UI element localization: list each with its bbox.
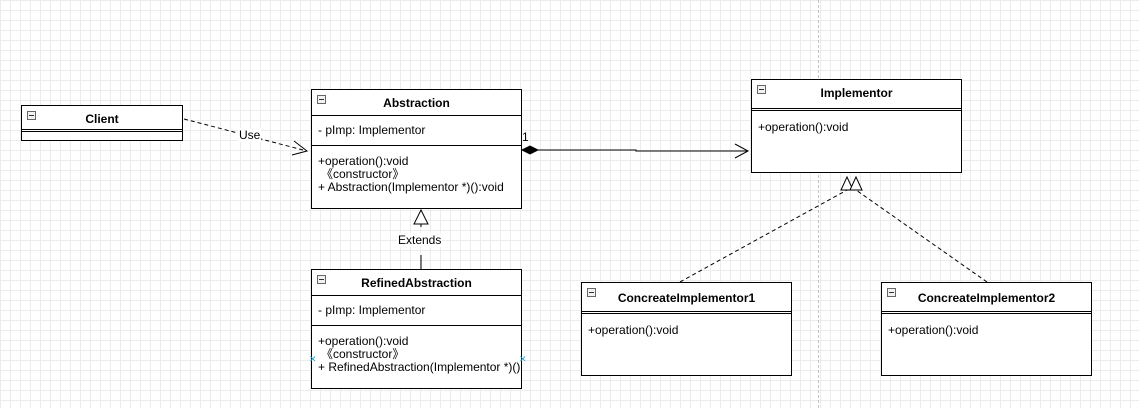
class-concreate-implementor-2[interactable]: ConcreateImplementor2 +operation():void: [881, 282, 1092, 376]
operation-row: + RefinedAbstraction(Implementor *)(): [318, 360, 521, 374]
realization-edge-2[interactable]: [855, 189, 988, 283]
class-refined-abstraction-header: RefinedAbstraction: [312, 270, 521, 296]
collapse-icon[interactable]: [317, 275, 326, 284]
operation-row: +operation():void: [758, 120, 849, 134]
resize-handle-left[interactable]: ✕: [309, 354, 317, 364]
class-implementor-name: Implementor: [820, 86, 893, 100]
operation-row: +operation():void: [588, 323, 679, 337]
stereotype-row: 《constructor》: [321, 347, 405, 361]
class-client-name: Client: [85, 112, 119, 126]
collapse-icon[interactable]: [887, 288, 896, 297]
class-client-header: Client: [22, 106, 182, 132]
use-dependency-arrowhead: [291, 140, 309, 156]
operation-row: +operation():void: [318, 154, 409, 168]
class-refined-abstraction-name: RefinedAbstraction: [361, 276, 472, 290]
realization-edge-1[interactable]: [679, 189, 848, 283]
class-abstraction-name: Abstraction: [383, 96, 450, 110]
extends-label: Extends: [397, 233, 443, 247]
class-implementor-header: Implementor: [752, 80, 961, 111]
class-abstraction-operations: +operation():void 《constructor》 + Abstra…: [312, 146, 521, 198]
composition-multiplicity: 1: [522, 130, 529, 144]
class-abstraction-header: Abstraction: [312, 90, 521, 116]
class-client[interactable]: Client: [21, 105, 183, 141]
operation-row: +operation():void: [318, 334, 409, 348]
class-concreate-implementor-2-operations: +operation():void: [882, 314, 1091, 341]
collapse-icon[interactable]: [757, 85, 766, 94]
class-refined-abstraction[interactable]: RefinedAbstraction - pImp: Implementor +…: [311, 269, 522, 389]
collapse-icon[interactable]: [587, 288, 596, 297]
operation-row: + Abstraction(Implementor *)():void: [318, 180, 504, 194]
composition-diamond: [520, 145, 540, 155]
collapse-icon[interactable]: [317, 95, 326, 104]
stereotype-row: 《constructor》: [321, 167, 405, 181]
class-abstraction[interactable]: Abstraction - pImp: Implementor +operati…: [311, 89, 522, 209]
composition-edge[interactable]: [538, 149, 747, 152]
class-implementor[interactable]: Implementor +operation():void: [751, 79, 962, 173]
collapse-icon[interactable]: [27, 111, 36, 120]
attribute-row: - pImp: Implementor: [318, 123, 426, 137]
use-label: Use: [238, 128, 262, 142]
realization-triangle-1: [840, 175, 854, 191]
operation-row: +operation():void: [888, 323, 979, 337]
attribute-row: - pImp: Implementor: [318, 303, 426, 317]
composition-arrowhead: [734, 143, 750, 159]
class-concreate-implementor-2-name: ConcreateImplementor2: [917, 291, 1056, 305]
class-refined-abstraction-operations: +operation():void 《constructor》 + Refine…: [312, 326, 521, 378]
class-implementor-operations: +operation():void: [752, 111, 961, 138]
class-abstraction-attributes: - pImp: Implementor: [312, 116, 521, 146]
class-concreate-implementor-1[interactable]: ConcreateImplementor1 +operation():void: [581, 282, 792, 376]
class-refined-abstraction-attributes: - pImp: Implementor: [312, 296, 521, 326]
class-concreate-implementor-1-header: ConcreateImplementor1: [582, 283, 791, 314]
extends-triangle: [413, 208, 429, 225]
page-divider: [818, 0, 819, 408]
resize-handle-right[interactable]: ✕: [519, 354, 527, 364]
class-concreate-implementor-2-header: ConcreateImplementor2: [882, 283, 1091, 314]
realization-triangle-2: [849, 175, 863, 191]
class-concreate-implementor-1-name: ConcreateImplementor1: [617, 291, 756, 305]
class-concreate-implementor-1-operations: +operation():void: [582, 314, 791, 341]
